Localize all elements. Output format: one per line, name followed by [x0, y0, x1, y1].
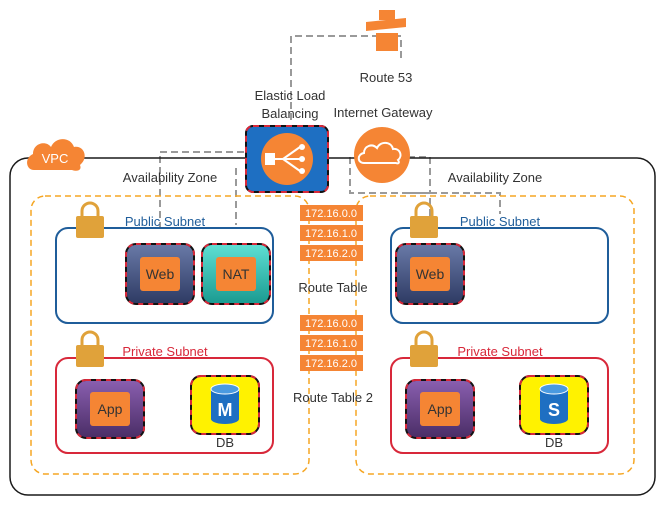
svg-text:172.16.0.0: 172.16.0.0: [305, 318, 357, 330]
route-table-label: Route Table: [298, 280, 367, 295]
availability-zone-left: [30, 195, 310, 475]
svg-text:Web: Web: [146, 266, 175, 282]
route53-label: Route 53: [360, 70, 413, 85]
route-table-2-label: Route Table 2: [293, 390, 373, 405]
internet-gateway-label: Internet Gateway: [334, 105, 433, 120]
lock-icon: [410, 330, 438, 367]
database-node: S: [519, 375, 589, 435]
public-subnet-right-title: Public Subnet: [460, 214, 541, 229]
private-subnet-right-title: Private Subnet: [457, 344, 543, 359]
route-entry: [300, 315, 363, 331]
connector-lines: [159, 35, 501, 240]
route-table-2: 172.16.0.0 172.16.1.0 172.16.2.0: [300, 315, 363, 371]
app-server-node: App: [405, 379, 475, 439]
route53-icon: [366, 10, 406, 51]
lock-icon: [76, 330, 104, 367]
database-glyph: M: [218, 400, 233, 420]
vpc-badge: VPC: [27, 139, 85, 171]
private-subnet-left-title: Private Subnet: [122, 344, 208, 359]
svg-text:172.16.2.0: 172.16.2.0: [305, 248, 357, 260]
lock-icon: [76, 201, 104, 238]
az-left-label: Availability Zone: [123, 170, 217, 185]
internet-gateway-icon: [354, 127, 410, 183]
svg-text:App: App: [98, 401, 123, 417]
lock-icon: [410, 201, 438, 238]
web-server-node: Web: [395, 243, 465, 305]
vpc-label: VPC: [42, 151, 69, 166]
route-entry: [300, 355, 363, 371]
nat-node: NAT: [201, 243, 271, 305]
svg-text:172.16.1.0: 172.16.1.0: [305, 338, 357, 350]
route-entry: [300, 225, 363, 241]
route-entry: [300, 335, 363, 351]
svg-text:NAT: NAT: [223, 266, 250, 282]
elastic-load-balancing-icon: [245, 125, 329, 193]
database-glyph: S: [548, 400, 560, 420]
svg-text:172.16.0.0: 172.16.0.0: [305, 208, 357, 220]
az-right-label: Availability Zone: [448, 170, 542, 185]
public-subnet-left-title: Public Subnet: [125, 214, 206, 229]
svg-text:172.16.1.0: 172.16.1.0: [305, 228, 357, 240]
route-table: 172.16.0.0 172.16.1.0 172.16.2.0: [300, 205, 363, 261]
app-server-node: App: [75, 379, 145, 439]
db-label-left: DB: [216, 435, 234, 450]
elb-label-line2: Balancing: [261, 106, 318, 121]
database-node: M: [190, 375, 260, 435]
web-server-node: Web: [125, 243, 195, 305]
elb-label-line1: Elastic Load: [255, 88, 326, 103]
db-label-right: DB: [545, 435, 563, 450]
svg-text:App: App: [428, 401, 453, 417]
route-entry: [300, 245, 363, 261]
svg-text:Web: Web: [416, 266, 445, 282]
svg-text:172.16.2.0: 172.16.2.0: [305, 358, 357, 370]
vpc-container: [9, 157, 656, 496]
route-entry: [300, 205, 363, 221]
